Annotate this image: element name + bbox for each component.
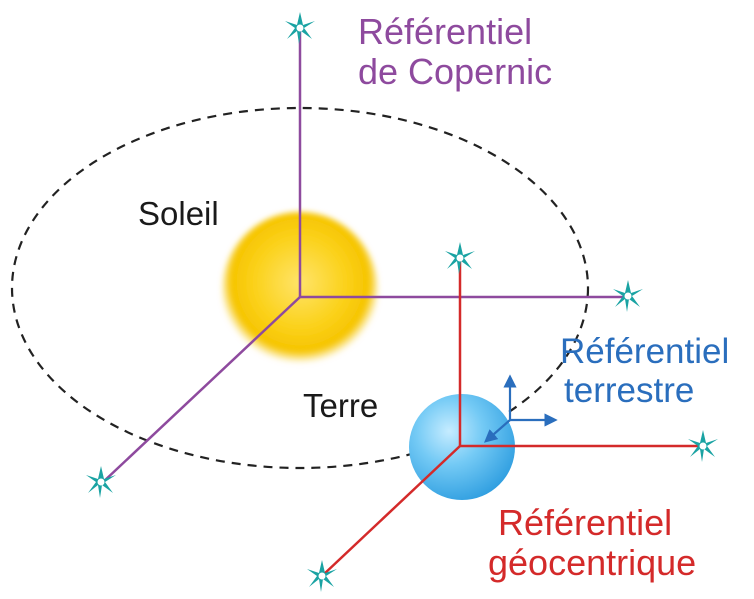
copernic-axes <box>101 30 628 484</box>
label-terrestre-line2: terrestre <box>564 371 695 411</box>
label-terre: Terre <box>303 387 379 424</box>
geocentrique-axes <box>322 258 702 576</box>
label-geocentrique-line2: géocentrique <box>488 542 697 584</box>
label-referentiel-geocentrique: Référentiel géocentrique <box>488 502 697 584</box>
orbit-ellipse <box>10 106 590 470</box>
label-referentiel-terrestre: Référentiel terrestre <box>560 332 729 410</box>
label-referentiel-copernic: Référentiel de Copernic <box>358 11 553 93</box>
label-terrestre-line1: Référentiel <box>560 332 730 371</box>
terrestre-axes <box>484 374 558 443</box>
star-icon <box>86 466 116 498</box>
label-copernic-line2: de Copernic <box>358 51 553 93</box>
label-geocentrique-line1: Référentiel <box>498 502 673 543</box>
label-soleil: Soleil <box>138 195 219 232</box>
label-copernic-line1: Référentiel <box>358 11 533 52</box>
